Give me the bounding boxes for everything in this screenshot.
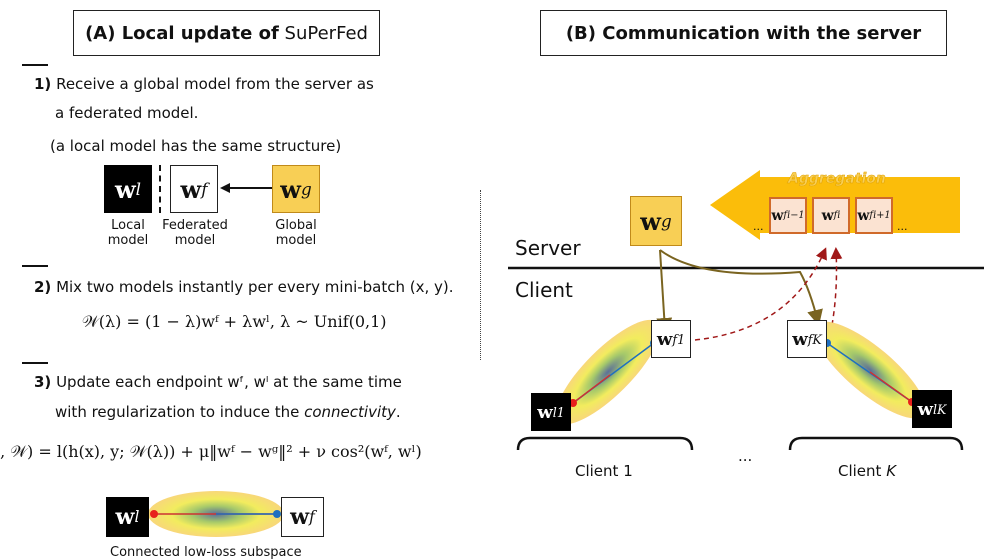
server-label: Server	[515, 236, 581, 260]
clientK-subspace	[814, 321, 926, 419]
ellipsis-right: ...	[897, 220, 908, 233]
download-arrow-client1	[656, 249, 673, 334]
step1-line1: 1) Receive a global model from the serve…	[34, 75, 374, 93]
federated-model-label: Federated model	[162, 218, 228, 248]
separator	[159, 165, 161, 213]
clientK-label: Client K	[838, 462, 897, 480]
panel-separator	[480, 190, 481, 360]
federated-endpoint	[273, 510, 281, 518]
communication-diagram	[508, 170, 984, 451]
mixing-equation: 𝒲(λ) = (1 − λ)wᶠ + λwˡ, λ ~ Unif(0,1)	[82, 312, 387, 331]
divider	[22, 265, 48, 267]
client1-label: Client 1	[575, 462, 633, 480]
aggregation-label: Aggregation	[788, 171, 886, 188]
step2-text: 2) Mix two models instantly per every mi…	[34, 278, 454, 296]
global-model-label: Global model	[275, 218, 317, 248]
step3-line2: with regularization to induce the connec…	[55, 403, 401, 421]
panel-b-title: (B) Communication with the server	[540, 10, 947, 56]
client1-bracket	[516, 436, 694, 451]
step3-line1: 3) Update each endpoint wᶠ, wˡ at the sa…	[34, 373, 402, 391]
divider	[22, 362, 48, 364]
client-label: Client	[515, 278, 573, 302]
panel-a-title: (A) Local update of SuPerFed	[73, 10, 380, 56]
subspace-diagram	[148, 491, 284, 537]
divider	[22, 64, 48, 66]
subspace-caption: Connected low-loss subspace	[110, 545, 302, 560]
clientK-bracket	[788, 436, 964, 451]
local-endpoint	[150, 510, 158, 518]
clients-ellipsis: ...	[738, 447, 753, 465]
ellipsis-left: ...	[753, 220, 764, 233]
download-arrow-clientK	[659, 249, 823, 326]
step1-line3: (a local model has the same structure)	[50, 137, 342, 155]
download-arrow	[220, 183, 272, 193]
step1-line2: a federated model.	[55, 104, 199, 122]
local-model-label: Local model	[107, 218, 149, 248]
client1-subspace	[555, 319, 661, 425]
upload-arrow-clientK	[830, 247, 843, 326]
upload-arrow-client1	[694, 247, 827, 341]
loss-equation: ℒ(h, 𝒲) = l(h(x), y; 𝒲(λ)) + μ‖wᶠ − wᵍ‖²…	[0, 442, 422, 461]
